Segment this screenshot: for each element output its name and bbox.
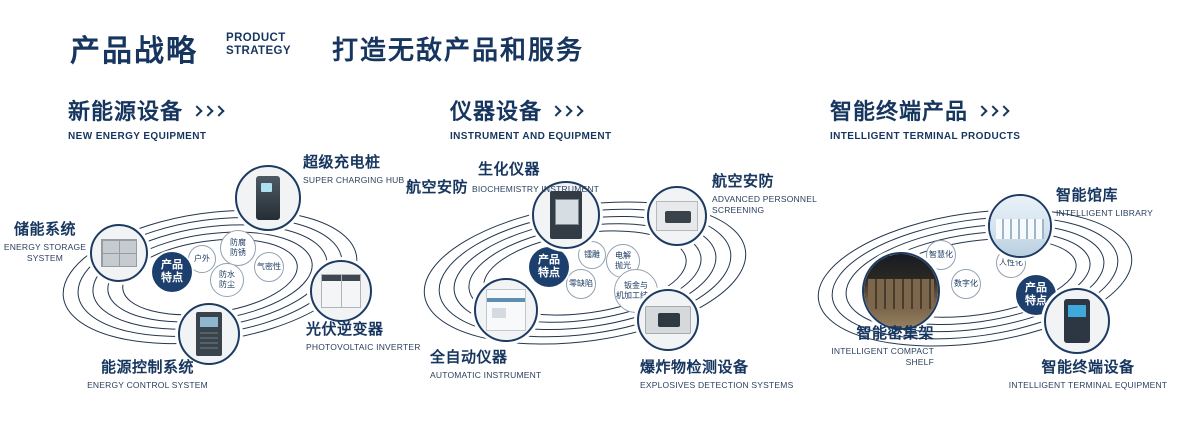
label-personnel-screening: 航空安防 ADVANCED PERSONNEL SCREENING [712, 170, 817, 216]
compact-shelf-icon [864, 254, 938, 328]
product-name-cn: 智能密集架 [856, 325, 934, 342]
storage-cabinet-icon [101, 239, 137, 267]
product-name-en: SUPER CHARGING HUB [303, 175, 405, 185]
section-title: 智能终端产品 [830, 99, 969, 124]
section-title: 新能源设备 [68, 99, 184, 124]
product-name-cn: 航空安防 [712, 173, 775, 190]
product-features-badge: 产品 特点 [152, 252, 192, 292]
product-name-en: AUTOMATIC INSTRUMENT [430, 370, 542, 380]
product-photo-super-charging-hub [235, 165, 301, 231]
section-subtitle: INTELLIGENT TERMINAL PRODUCTS [830, 131, 1021, 142]
kiosk-icon [1064, 299, 1090, 343]
product-photo-intelligent-library [988, 194, 1052, 258]
label-energy-control: 能源控制系统 ENERGY CONTROL SYSTEM [75, 356, 220, 391]
label-super-charging-hub: 超级充电桩 SUPER CHARGING HUB [303, 151, 404, 186]
product-name-en: BIOCHEMISTRY INSTRUMENT [472, 184, 600, 194]
section-header-instruments: 仪器设备 INSTRUMENT AND EQUIPMENT [450, 94, 611, 142]
label-intelligent-library: 智能馆库 INTELLIGENT LIBRARY [1056, 184, 1153, 219]
product-name-cn: 智能馆库 [1056, 187, 1119, 204]
product-name-en: ENERGY STORAGE SYSTEM [3, 242, 87, 264]
feature-bubble-waterproof-dustproof: 防水 防尘 [210, 263, 244, 297]
analyzer-icon [486, 289, 526, 331]
library-room-icon [990, 196, 1050, 256]
section-subtitle: INSTRUMENT AND EQUIPMENT [450, 131, 612, 142]
product-name-cn: 超级充电桩 [303, 154, 381, 171]
tagline: 打造无敌产品和服务 [332, 35, 585, 65]
biochem-cabinet-icon [550, 191, 582, 239]
product-photo-personnel-screening [647, 186, 707, 246]
feature-bubble-airtightness: 气密性 [254, 252, 284, 282]
control-cabinet-icon [196, 312, 222, 356]
product-name-en: EXPLOSIVES DETECTION SYSTEMS [640, 380, 794, 390]
label-automatic-instrument: 全自动仪器 AUTOMATIC INSTRUMENT [430, 346, 541, 381]
product-name-en: ENERGY CONTROL SYSTEM [87, 380, 208, 390]
aux-label-cn: 航空安防 [406, 179, 469, 196]
feature-bubble-outdoor: 户外 [188, 245, 216, 273]
triple-chevron-icon [550, 105, 584, 117]
feature-bubble-laser-engraving: 镭雕 [578, 241, 606, 269]
section-title: 仪器设备 [450, 99, 543, 124]
product-name-en: PHOTOVOLTAIC INVERTER [306, 342, 421, 352]
label-pv-inverter: 光伏逆变器 PHOTOVOLTAIC INVERTER [306, 318, 421, 353]
product-photo-automatic-instrument [474, 278, 538, 342]
feature-bubble-digital: 数字化 [951, 269, 981, 299]
feature-bubble-zero-defect: 零缺陷 [566, 269, 596, 299]
product-photo-explosives-detection [637, 289, 699, 351]
product-name-cn: 智能终端设备 [1041, 359, 1135, 376]
triple-chevron-icon [191, 105, 225, 117]
product-features-badge: 产品 特点 [529, 247, 569, 287]
product-name-en: INTELLIGENT TERMINAL EQUIPMENT [1008, 380, 1168, 390]
product-photo-energy-control [178, 303, 240, 365]
section-subtitle: NEW ENERGY EQUIPMENT [68, 131, 207, 142]
page-title: 产品战略 [70, 35, 198, 68]
label-biochemistry-en: BIOCHEMISTRY INSTRUMENT [472, 181, 599, 195]
label-terminal-equipment: 智能终端设备 INTELLIGENT TERMINAL EQUIPMENT [1008, 356, 1168, 391]
section-header-intelligent-terminal: 智能终端产品 INTELLIGENT TERMINAL PRODUCTS [830, 94, 1020, 142]
section-header-new-energy: 新能源设备 NEW ENERGY EQUIPMENT [68, 94, 225, 142]
feature-bubble-anticorrosion: 防腐 防锈 [220, 230, 256, 266]
product-name-en: INTELLIGENT COMPACT SHELF [831, 346, 934, 368]
inverter-cabinet-icon [321, 274, 361, 308]
label-energy-storage: 储能系统 ENERGY STORAGE SYSTEM [2, 218, 88, 264]
charging-pile-icon [256, 176, 280, 220]
product-photo-energy-storage [90, 224, 148, 282]
screening-machine-icon [656, 201, 698, 231]
product-name-en: ADVANCED PERSONNEL SCREENING [712, 194, 817, 216]
product-name-cn: 能源控制系统 [100, 359, 194, 376]
page-title-english: PRODUCT STRATEGY [226, 32, 291, 57]
triple-chevron-icon [976, 105, 1010, 117]
product-photo-biochemistry-instrument [532, 181, 600, 249]
product-photo-terminal-equipment [1044, 288, 1110, 354]
product-name-cn: 全自动仪器 [430, 349, 508, 366]
label-aviation-security-aux: 航空安防 [406, 176, 468, 197]
product-name-cn: 储能系统 [13, 221, 76, 238]
label-biochemistry-cn: 生化仪器 [478, 158, 540, 179]
product-photo-pv-inverter [310, 260, 372, 322]
product-name-cn: 生化仪器 [478, 161, 541, 178]
product-name-cn: 光伏逆变器 [306, 321, 384, 338]
scanner-icon [645, 306, 691, 334]
product-name-en: INTELLIGENT LIBRARY [1056, 208, 1154, 218]
label-compact-shelf: 智能密集架 INTELLIGENT COMPACT SHELF [822, 322, 934, 368]
label-explosives-detection: 爆炸物检测设备 EXPLOSIVES DETECTION SYSTEMS [640, 356, 793, 391]
product-photo-compact-shelf [862, 252, 940, 330]
product-name-cn: 爆炸物检测设备 [640, 359, 749, 376]
